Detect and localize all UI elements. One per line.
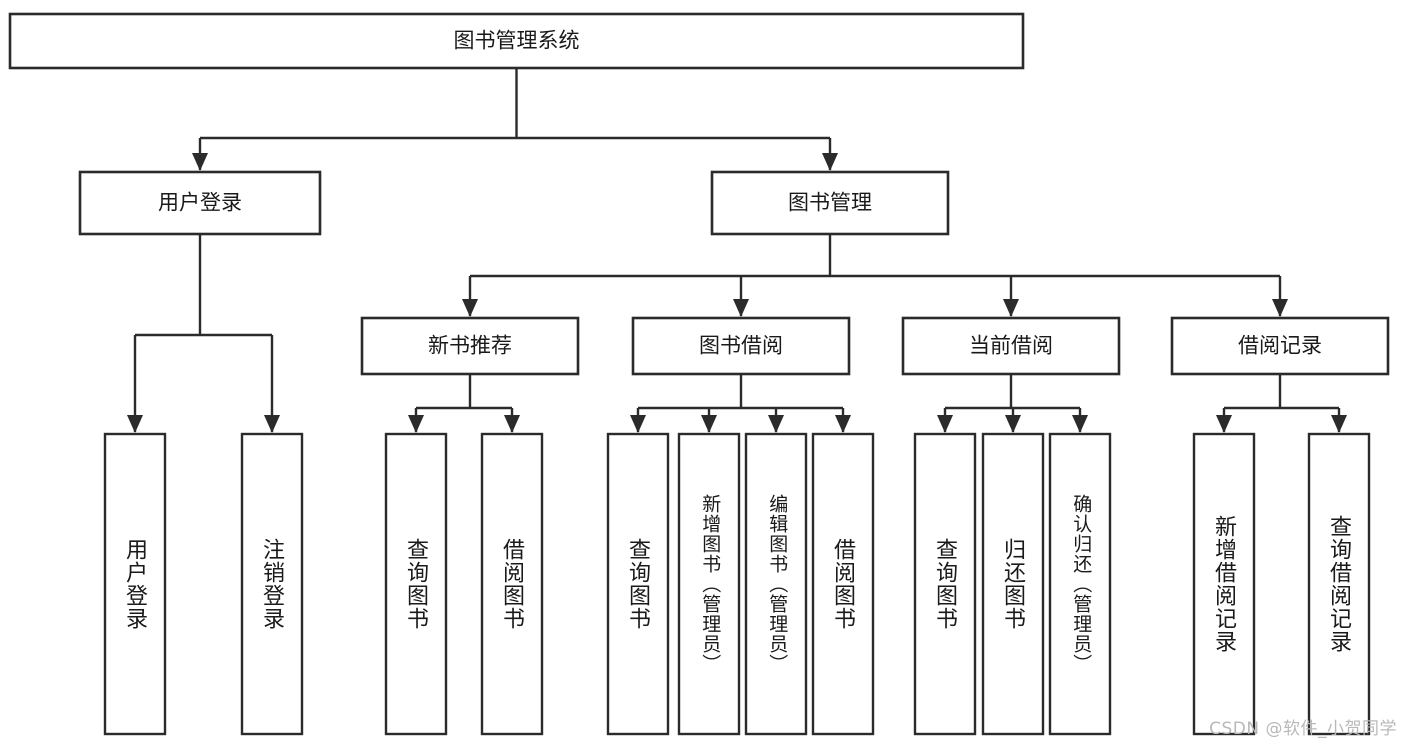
arrow-head-leaf-user-login [127,415,143,433]
node-box-leaf-add-record[interactable] [1192,432,1256,736]
arrow-head-leaf-add-record [1216,415,1232,433]
node-box-leaf-add-book[interactable] [677,432,741,736]
arrow-head-leaf-query-book-borrow [630,415,646,433]
arrow-head-leaf-query-book-current [937,415,953,433]
node-label-current-borrow: 当前借阅 [969,335,1053,358]
arrow-head-book-borrow [733,299,749,317]
watermark-text: CSDN @软件_小贺同学 [1209,719,1397,739]
node-box-user-login[interactable] [78,170,322,236]
node-box-leaf-borrow-book-rec[interactable] [480,432,544,736]
arrow-head-current-borrow [1003,299,1019,317]
node-box-leaf-logout[interactable] [240,432,304,736]
arrow-head-leaf-logout [264,415,280,433]
arrow-head-leaf-query-book-rec [408,415,424,433]
node-box-leaf-confirm-return[interactable] [1048,432,1112,736]
node-box-leaf-borrow-book[interactable] [811,432,875,736]
node-box-leaf-query-record[interactable] [1307,432,1371,736]
node-box-leaf-return-book[interactable] [981,432,1045,736]
node-box-current-borrow[interactable] [901,316,1121,376]
arrow-head-new-book-recommend [462,299,478,317]
arrow-head-leaf-confirm-return [1072,415,1088,433]
node-label-book-management: 图书管理 [788,192,872,215]
arrow-head-leaf-add-book [701,415,717,433]
arrow-head-book-management [822,153,838,171]
node-box-leaf-query-book-current[interactable] [913,432,977,736]
node-label-new-book-recommend: 新书推荐 [428,335,512,358]
node-box-new-book-recommend[interactable] [360,316,580,376]
arrow-head-leaf-edit-book [768,415,784,433]
node-box-leaf-user-login[interactable] [103,432,167,736]
node-label-book-borrow: 图书借阅 [699,335,783,358]
arrow-head-borrow-record [1272,299,1288,317]
node-box-root[interactable] [8,12,1025,70]
node-box-book-borrow[interactable] [631,316,851,376]
arrow-head-leaf-query-record [1331,415,1347,433]
node-label-borrow-record: 借阅记录 [1238,335,1322,358]
boxes-layer [8,12,1390,736]
node-box-leaf-edit-book[interactable] [744,432,808,736]
arrow-head-leaf-return-book [1005,415,1021,433]
arrow-head-user-login [192,153,208,171]
node-label-root: 图书管理系统 [454,30,580,53]
node-box-leaf-query-book-borrow[interactable] [606,432,670,736]
connectors-layer [127,68,1347,433]
node-label-user-login: 用户登录 [158,192,242,215]
node-box-borrow-record[interactable] [1170,316,1390,376]
arrow-head-leaf-borrow-book [835,415,851,433]
node-box-leaf-query-book-rec[interactable] [384,432,448,736]
node-box-book-management[interactable] [710,170,950,236]
arrow-head-leaf-borrow-book-rec [504,415,520,433]
